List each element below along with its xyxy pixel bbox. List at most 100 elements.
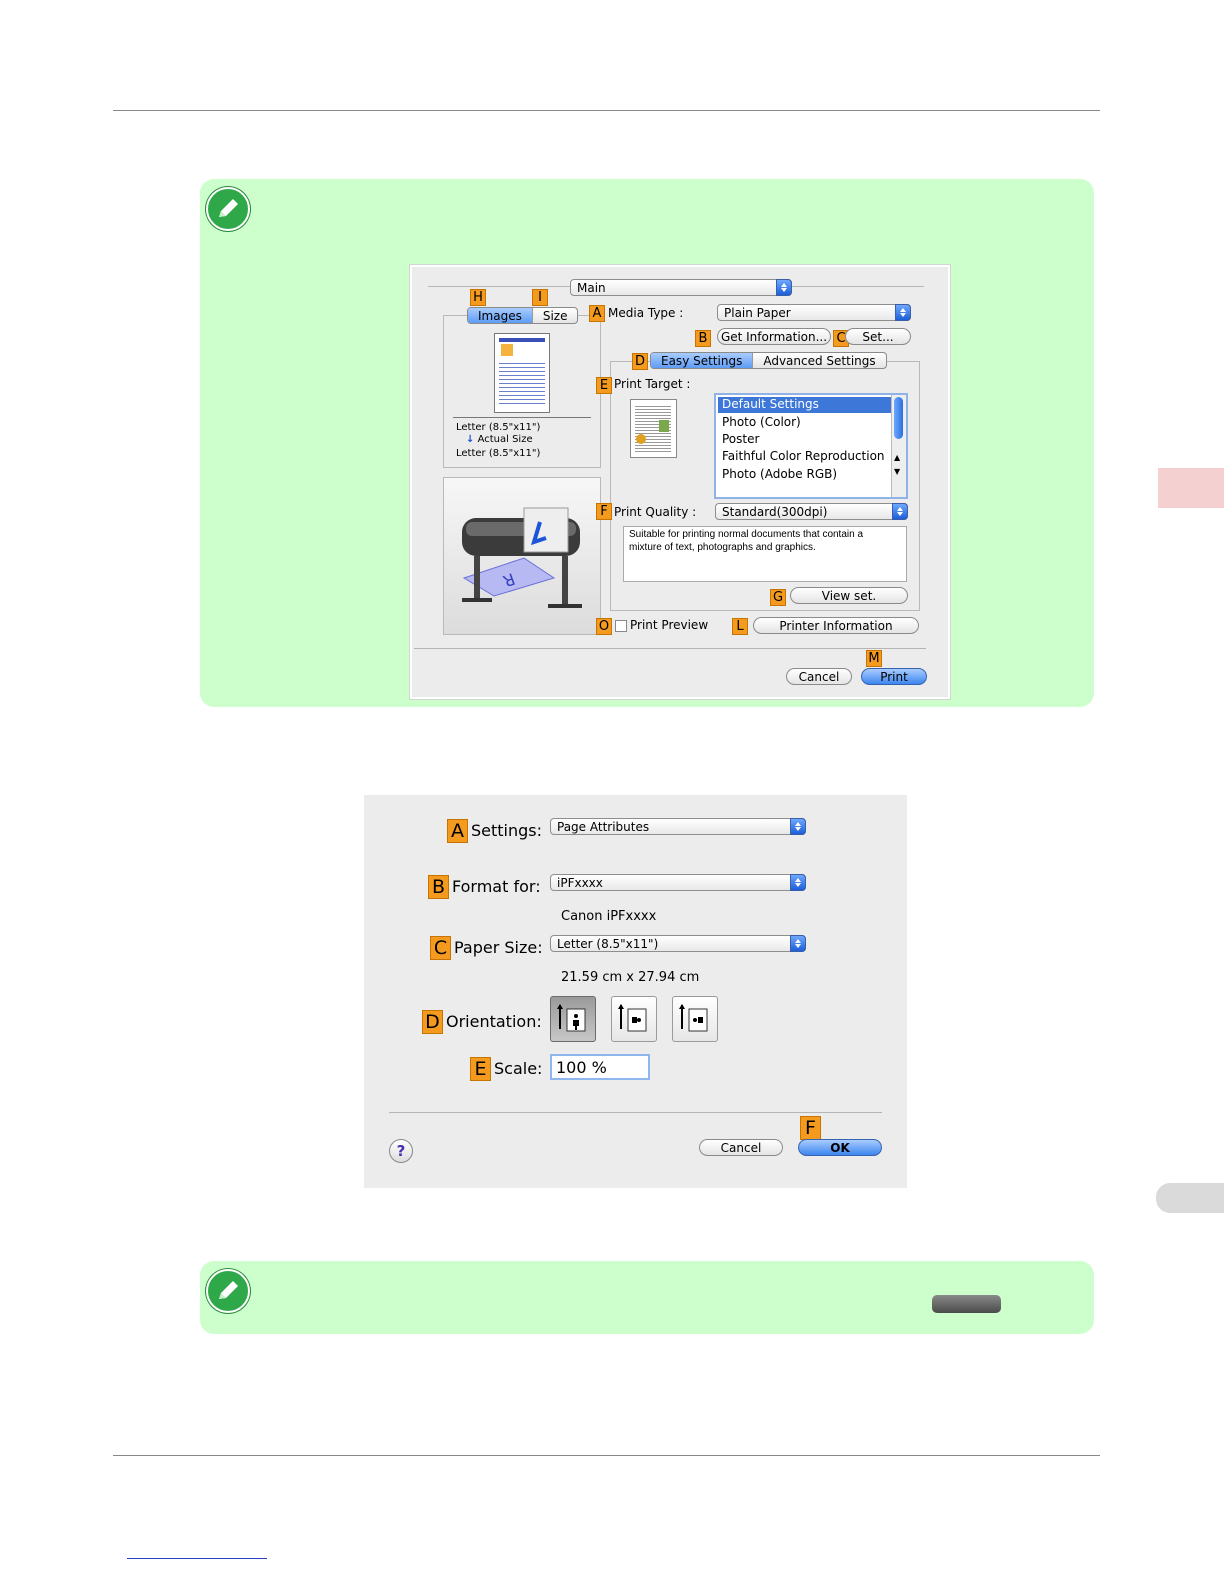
scroll-up-icon[interactable]: ▲: [894, 453, 901, 462]
callout-e: E: [596, 377, 612, 394]
print-preview-label: Print Preview: [630, 618, 709, 632]
chevron-updown-icon: [892, 503, 908, 520]
chevron-updown-icon: [790, 818, 806, 835]
scroll-thumb[interactable]: [894, 397, 903, 439]
media-type-label: Media Type :: [608, 306, 684, 320]
callout-o: O: [596, 618, 612, 635]
page-setup-separator: [389, 1112, 882, 1113]
callout-a-page-setup: A: [447, 819, 468, 843]
list-item-poster[interactable]: Poster: [722, 432, 760, 446]
view-set-button[interactable]: View set.: [790, 587, 908, 604]
flower-image-icon: [636, 434, 646, 444]
callout-i: I: [532, 289, 548, 306]
note-pencil-icon-2: [206, 1269, 250, 1313]
callout-h: H: [470, 289, 486, 306]
page-preview: [494, 333, 550, 413]
scroll-down-icon[interactable]: ▼: [894, 467, 901, 476]
page-setup-ok-button[interactable]: OK: [798, 1139, 882, 1156]
images-size-tabs[interactable]: Images Size: [467, 307, 579, 324]
tab-size[interactable]: Size: [542, 309, 568, 323]
cancel-button[interactable]: Cancel: [786, 668, 852, 685]
callout-f-page-setup: F: [800, 1116, 821, 1140]
print-target-label: Print Target :: [614, 377, 691, 391]
callout-l: L: [732, 618, 748, 635]
paper-dimensions-text: 21.59 cm x 27.94 cm: [561, 970, 700, 985]
orientation-reverse-landscape-button[interactable]: [672, 996, 718, 1042]
help-button[interactable]: ?: [389, 1139, 413, 1163]
page-setup-cancel-button[interactable]: Cancel: [699, 1139, 783, 1156]
format-for-label: Format for:: [452, 877, 541, 896]
callout-a: A: [589, 305, 605, 322]
callout-b: B: [695, 330, 711, 347]
format-for-popup[interactable]: iPFxxxx: [550, 874, 806, 891]
footer-link-underline[interactable]: [127, 1558, 267, 1559]
list-scrollbar[interactable]: ▲ ▼: [891, 395, 906, 497]
portrait-icon: [557, 1004, 586, 1032]
printer-illustration: R: [443, 477, 601, 635]
reverse-landscape-icon: [679, 1004, 708, 1032]
tab-easy-settings[interactable]: Easy Settings: [651, 353, 754, 368]
image-thumbnail-icon: [501, 344, 513, 356]
quality-description: Suitable for printing normal documents t…: [623, 526, 907, 582]
chevron-updown-icon: [776, 279, 792, 296]
footer-rule: [113, 1455, 1100, 1456]
print-quality-label: Print Quality :: [614, 505, 697, 519]
callout-b-page-setup: B: [428, 875, 449, 899]
settings-label: Settings:: [471, 821, 543, 840]
callout-d: D: [632, 353, 648, 370]
callout-g: G: [770, 589, 786, 606]
note-pencil-icon: [206, 187, 250, 231]
print-dialog: Main H I Images Size Letter (8.5"x11") ↓…: [410, 265, 950, 699]
chevron-updown-icon: [895, 304, 911, 321]
list-item-default-settings[interactable]: Default Settings: [718, 397, 892, 413]
header-rule: [113, 110, 1100, 111]
scale-input[interactable]: [550, 1054, 650, 1080]
orientation-landscape-button[interactable]: [611, 996, 657, 1042]
chevron-updown-icon: [790, 874, 806, 891]
set-button[interactable]: Set...: [845, 328, 911, 345]
paper-size-popup[interactable]: Letter (8.5"x11"): [550, 935, 806, 952]
settings-popup[interactable]: Page Attributes: [550, 818, 806, 835]
media-type-value: Plain Paper: [724, 306, 791, 320]
printer-model-text: Canon iPFxxxx: [561, 909, 657, 924]
print-quality-value: Standard(300dpi): [722, 505, 828, 519]
original-size-text: Letter (8.5"x11"): [456, 422, 541, 433]
page-setup-dialog: [364, 795, 907, 1188]
panel-popup-label: Main: [577, 281, 606, 295]
callout-c-page-setup: C: [430, 936, 451, 960]
print-target-list[interactable]: Default Settings Photo (Color) Poster Fa…: [714, 393, 908, 499]
get-information-button[interactable]: Get Information...: [717, 328, 831, 345]
scaling-mode-text: ↓ Actual Size: [466, 434, 533, 445]
settings-mode-tabs[interactable]: Easy Settings Advanced Settings: [650, 352, 887, 369]
print-quality-popup[interactable]: Standard(300dpi): [715, 503, 908, 520]
reference-link-button[interactable]: [932, 1295, 1001, 1313]
media-type-popup[interactable]: Plain Paper: [717, 304, 911, 321]
scale-label: Scale:: [494, 1059, 543, 1078]
orientation-label: Orientation:: [446, 1012, 542, 1031]
index-side-tab: [1156, 1183, 1224, 1213]
list-item-faithful-color[interactable]: Faithful Color Reproduction: [722, 449, 885, 463]
print-preview-checkbox[interactable]: [615, 620, 627, 632]
tab-images[interactable]: Images: [468, 308, 533, 323]
tab-advanced-settings[interactable]: Advanced Settings: [763, 354, 876, 368]
printer-information-button[interactable]: Printer Information: [753, 617, 919, 634]
settings-value: Page Attributes: [557, 820, 650, 834]
chevron-updown-icon: [790, 935, 806, 952]
arrow-down-icon: ↓: [466, 434, 475, 445]
landscape-icon: [618, 1004, 647, 1032]
orientation-portrait-button[interactable]: [550, 996, 596, 1042]
callout-d-page-setup: D: [422, 1010, 443, 1034]
output-size-text: Letter (8.5"x11"): [456, 448, 541, 459]
list-item-photo-color[interactable]: Photo (Color): [722, 415, 801, 429]
bottom-separator: [414, 648, 926, 649]
callout-f: F: [596, 503, 612, 520]
print-target-thumbnail: [630, 399, 677, 458]
print-button[interactable]: Print: [861, 668, 927, 685]
chapter-side-tab: [1158, 468, 1224, 508]
panel-popup[interactable]: Main: [570, 279, 792, 296]
callout-m: M: [866, 650, 882, 667]
scaling-mode-label: Actual Size: [477, 434, 533, 445]
callout-e-page-setup: E: [470, 1057, 491, 1081]
list-item-photo-adobe-rgb[interactable]: Photo (Adobe RGB): [722, 467, 838, 481]
paper-size-label: Paper Size:: [454, 938, 543, 957]
